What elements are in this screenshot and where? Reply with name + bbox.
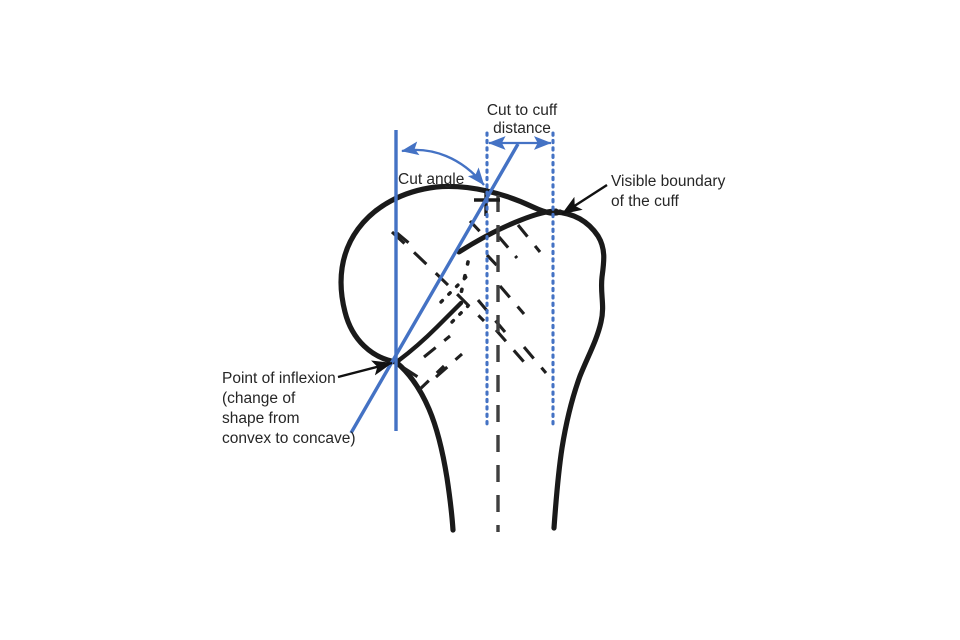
- cut-angle-label: Cut angle: [398, 171, 464, 188]
- cut-plane-line: [349, 143, 520, 434]
- cuff-boundary-curve: [456, 208, 559, 255]
- bone-outline-group: [338, 183, 607, 533]
- trabecula-9: [516, 224, 542, 253]
- trabecula-7: [485, 253, 506, 275]
- inflexion-label-line4: convex to concave): [222, 430, 356, 447]
- trabecular-dash-group: [390, 219, 548, 393]
- cut-to-cuff-label-line1: Cut to cuff: [487, 102, 558, 119]
- trabecula-4: [416, 364, 446, 393]
- inflexion-label-line1: Point of inflexion: [222, 370, 336, 387]
- visible-boundary-leader-arrow: [561, 183, 608, 216]
- trabecula-3: [434, 352, 464, 379]
- neck-dashdot-segment-2: [450, 304, 470, 324]
- articular-margin-arc: [395, 300, 464, 364]
- humeral-head-outline: [338, 183, 563, 365]
- cut-to-cuff-label-line2: distance: [493, 120, 551, 137]
- inflexion-label-line2: (change of: [222, 390, 296, 407]
- trabecula-5: [396, 231, 417, 251]
- trabecula-12: [494, 328, 526, 364]
- cancellous-speckle: [458, 260, 470, 300]
- trabecula-10: [498, 284, 526, 316]
- trabecula-8: [497, 235, 519, 260]
- greater-tuberosity-outline: [551, 209, 607, 531]
- visible-boundary-label-line1: Visible boundary: [611, 173, 726, 190]
- trabecula-11: [476, 299, 507, 333]
- trabecula-1: [403, 366, 425, 383]
- medial-calcar-outline: [393, 359, 456, 533]
- cut-angle-arc-arrow: [401, 141, 485, 186]
- inflexion-label-line3: shape from: [222, 410, 300, 427]
- inflexion-leader-arrow: [337, 360, 393, 379]
- trabecula-13: [522, 345, 548, 375]
- trabecula-2: [423, 334, 451, 359]
- visible-boundary-label-line2: of the cuff: [611, 193, 679, 210]
